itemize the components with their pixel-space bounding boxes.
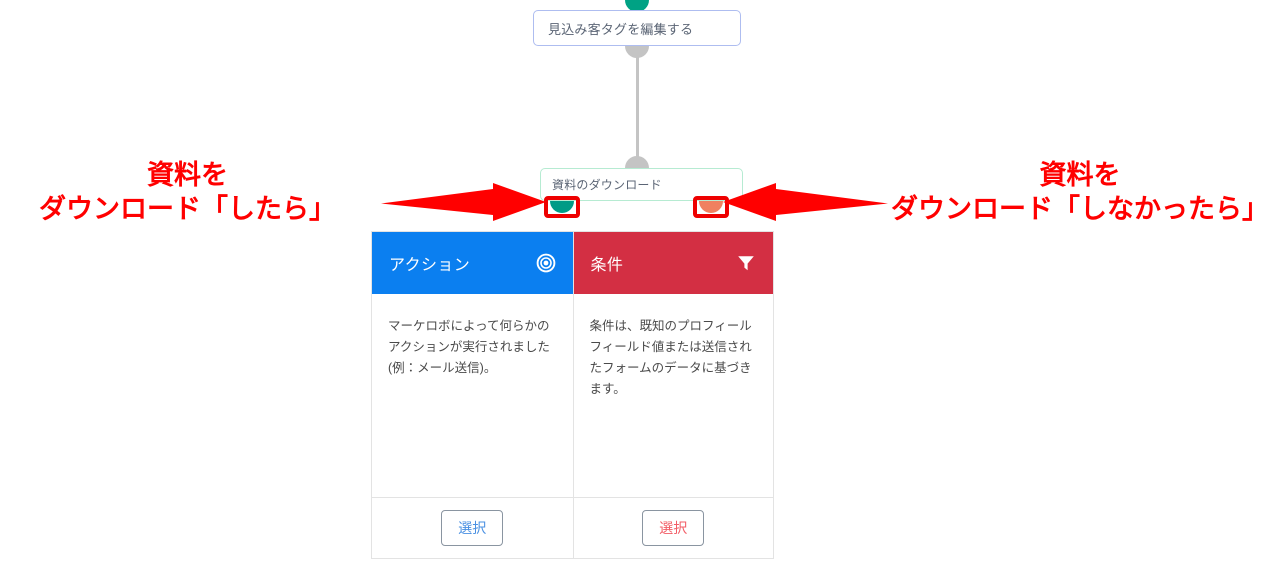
output-yes-handle[interactable]: [550, 201, 574, 213]
annotation-download-no: 資料を ダウンロード「しなかったら」: [880, 158, 1280, 226]
download-input-handle[interactable]: [625, 156, 649, 168]
card-condition-header: 条件: [573, 232, 773, 294]
card-condition-body: 条件は、既知のプロフィールフィールド値または送信されたフォームのデータに基づきま…: [574, 294, 774, 497]
highlight-box-no: [693, 196, 729, 218]
card-condition-footer: 選択: [573, 497, 773, 558]
flow-start-handle[interactable]: [625, 0, 649, 12]
flow-node-download-material[interactable]: 資料のダウンロード: [540, 168, 743, 201]
annotation-line-2: ダウンロード「したら」: [39, 194, 336, 224]
annotation-line-1: 資料を: [147, 160, 228, 190]
output-no-handle[interactable]: [699, 201, 723, 213]
card-action-header: アクション: [372, 232, 573, 294]
select-condition-button[interactable]: 選択: [642, 510, 705, 546]
card-condition-description: 条件は、既知のプロフィールフィールド値または送信されたフォームのデータに基づきま…: [589, 319, 752, 396]
arrow-left-icon: [723, 183, 888, 221]
arrow-right-icon: [381, 183, 546, 221]
card-condition[interactable]: 条件 条件は、既知のプロフィールフィールド値または送信されたフォームのデータに基…: [572, 232, 774, 558]
step-type-picker: アクション マーケロボによって何らかのアクションが実行されました(例：メール送信…: [371, 231, 774, 559]
filter-icon: [738, 256, 754, 271]
connector-line: [636, 46, 639, 168]
card-action-footer: 選択: [372, 497, 573, 558]
card-action-body: マーケロボによって何らかのアクションが実行されました(例：メール送信)。: [372, 294, 573, 497]
highlight-box-yes: [544, 196, 580, 218]
annotation-line-1: 資料を: [1039, 160, 1121, 190]
card-condition-title: 条件: [590, 257, 624, 274]
target-icon: [536, 253, 555, 273]
flow-node-label: 見込み客タグを編集する: [548, 21, 694, 37]
card-action-title: アクション: [389, 257, 471, 274]
annotation-download-yes: 資料を ダウンロード「したら」: [0, 158, 375, 226]
flow-node-edit-prospect-tag[interactable]: 見込み客タグを編集する: [533, 10, 741, 46]
annotation-line-2: ダウンロード「しなかったら」: [891, 194, 1269, 224]
select-action-button[interactable]: 選択: [441, 510, 504, 546]
card-action[interactable]: アクション マーケロボによって何らかのアクションが実行されました(例：メール送信…: [372, 232, 573, 558]
flow-node-label: 資料のダウンロード: [552, 178, 662, 192]
card-action-description: マーケロボによって何らかのアクションが実行されました(例：メール送信)。: [388, 319, 550, 375]
